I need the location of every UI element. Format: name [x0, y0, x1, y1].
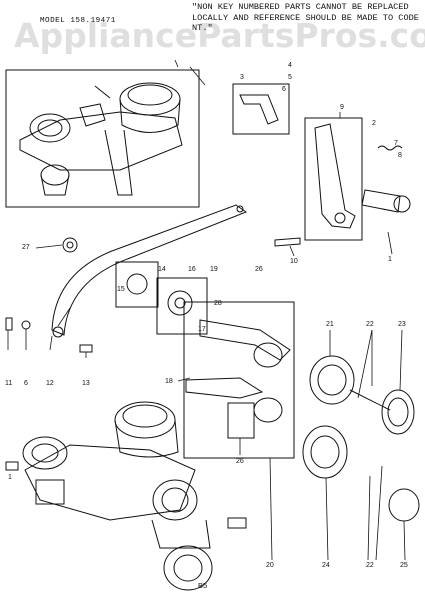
- clip-1: [5, 461, 19, 471]
- callout-1: 1: [8, 474, 12, 481]
- screw-11: [5, 317, 13, 331]
- machine-bottom-drawing: [22, 401, 247, 591]
- inset-box-machine: [5, 69, 200, 208]
- parts-note: "NON KEY NUMBERED PARTS CANNOT BE REPLAC…: [192, 2, 419, 33]
- callout-6: 6: [24, 380, 28, 387]
- knob-23: [381, 389, 415, 435]
- callout-3: 3: [240, 74, 244, 81]
- callout-25: 25: [400, 562, 408, 569]
- spring-2: [377, 145, 403, 151]
- callout-4: 4: [288, 62, 292, 69]
- model-label: MODEL 158.19471: [40, 17, 116, 25]
- pin-10: [274, 237, 301, 247]
- callout-23: 23: [398, 321, 406, 328]
- callout-8: 8: [398, 152, 402, 159]
- callout-17: 17: [198, 326, 206, 333]
- callout-10: 10: [290, 258, 298, 265]
- callout-13: 13: [82, 380, 90, 387]
- bracket-part: [314, 123, 356, 229]
- callout-22: 22: [366, 562, 374, 569]
- washer-27: [62, 237, 78, 253]
- callout-14: 14: [158, 266, 166, 273]
- inset-box-16: [156, 277, 208, 335]
- inset-box-bracket: [304, 117, 363, 241]
- callout-1: 1: [388, 256, 392, 263]
- callout-18: 18: [165, 378, 173, 385]
- nut-6: [21, 320, 31, 330]
- callout-22: 22: [366, 321, 374, 328]
- inset-box-26: [227, 402, 255, 439]
- callout-20: 20: [266, 562, 274, 569]
- callout-12: 12: [46, 380, 54, 387]
- callout-27: 27: [22, 244, 30, 251]
- callout-11: 11: [5, 380, 13, 387]
- callout-7: 7: [394, 140, 398, 147]
- callout-2: 2: [372, 120, 376, 127]
- callout-24: 24: [322, 562, 330, 569]
- callout-26: 26: [236, 458, 244, 465]
- cap-25: [388, 488, 420, 522]
- machine-top-drawing: [19, 82, 183, 196]
- callout-21: 21: [326, 321, 334, 328]
- callout-15: 15: [117, 286, 125, 293]
- shaft-right: [361, 189, 401, 213]
- inset-box-20: [183, 301, 295, 459]
- callout-19: 19: [210, 266, 218, 273]
- page-code: B5: [198, 581, 208, 590]
- screw-13: [79, 344, 93, 353]
- inset-box-14: [115, 261, 159, 308]
- callout-16: 16: [188, 266, 196, 273]
- callout-28: 28: [214, 300, 222, 307]
- callout-5: 5: [288, 74, 292, 81]
- arm-part: [239, 94, 279, 125]
- knob-24: [302, 425, 348, 479]
- callout-6: 6: [282, 86, 286, 93]
- knob-21: [309, 355, 355, 405]
- drive-link: [51, 204, 248, 338]
- inset-box-arm: [232, 83, 290, 135]
- callout-9: 9: [340, 104, 344, 111]
- callout-26: 26: [255, 266, 263, 273]
